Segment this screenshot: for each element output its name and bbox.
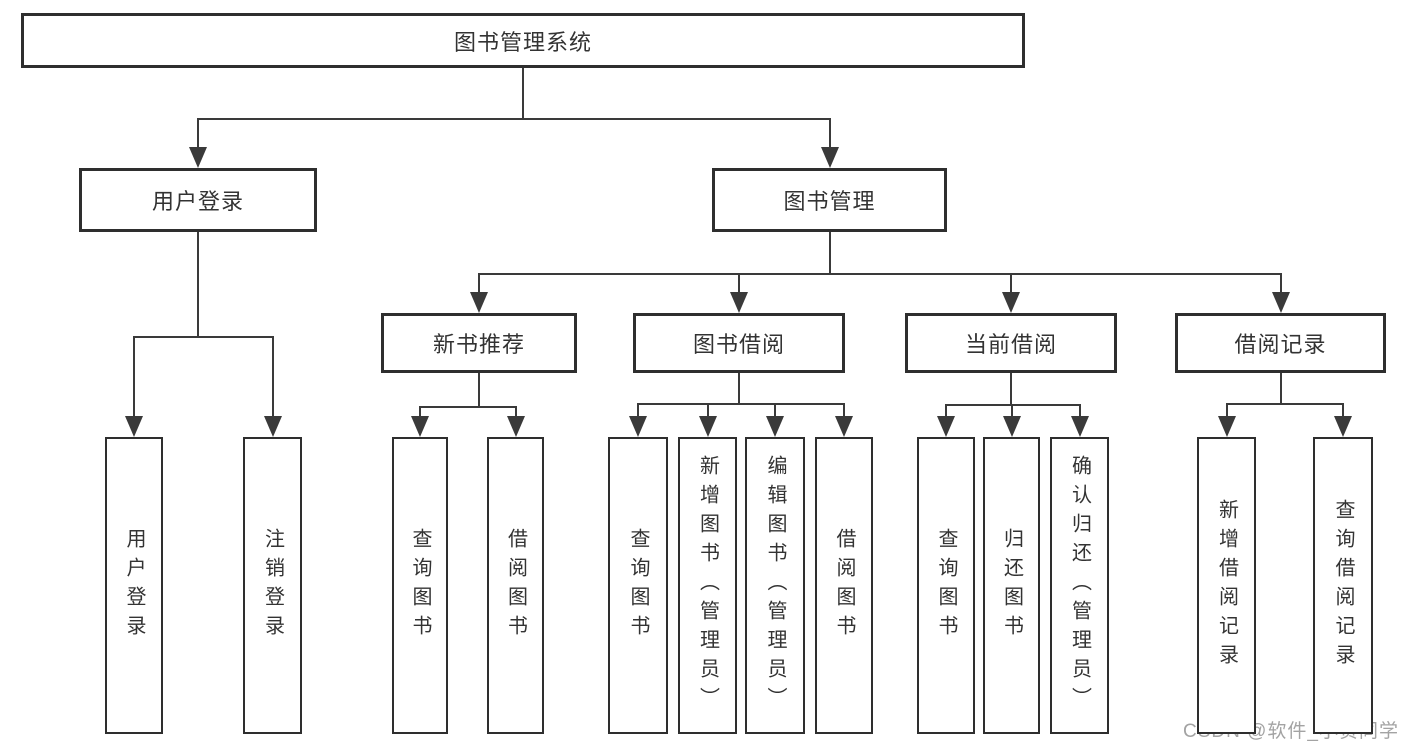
- node-label: 用户登录: [123, 527, 145, 644]
- node-current-borrow: 当前借阅: [905, 313, 1117, 373]
- node-label: 图书借阅: [692, 332, 785, 357]
- connector-stem: [828, 232, 831, 275]
- node-book-mgmt: 图书管理: [712, 168, 947, 232]
- connector-rail: [1225, 403, 1344, 405]
- connector-stem: [197, 232, 199, 338]
- arrow-down-icon: [629, 416, 647, 437]
- node-leaf-bb-edit: 编辑图书（管理员）: [745, 437, 805, 734]
- arrow-down-icon: [766, 416, 784, 437]
- node-leaf-cb-confirm: 确认归还（管理员）: [1050, 437, 1109, 734]
- connector-rail: [197, 118, 831, 120]
- node-label: 借阅图书: [504, 527, 527, 644]
- arrow-down-icon: [125, 416, 143, 437]
- arrow-down-icon: [411, 416, 429, 437]
- connector-drop: [1279, 273, 1282, 295]
- connector-drop: [706, 403, 709, 419]
- connector-drop: [637, 403, 639, 419]
- connector-drop: [419, 406, 421, 419]
- arrow-down-icon: [835, 416, 853, 437]
- node-leaf-bb-borrow: 借阅图书: [815, 437, 873, 734]
- node-leaf-nb-query: 查询图书: [392, 437, 448, 734]
- connector-drop: [1010, 273, 1012, 295]
- node-leaf-cb-return: 归还图书: [983, 437, 1040, 734]
- connector-drop: [197, 118, 199, 150]
- node-label: 注销登录: [261, 527, 284, 644]
- arrow-down-icon: [1002, 416, 1021, 437]
- node-leaf-br-add: 新增借阅记录: [1197, 437, 1256, 734]
- node-label: 查询图书: [627, 527, 649, 644]
- node-leaf-nb-borrow: 借阅图书: [487, 437, 544, 734]
- node-label: 当前借阅: [964, 332, 1057, 357]
- connector-stem: [1279, 373, 1282, 405]
- node-label: 确认归还（管理员）: [1068, 455, 1091, 716]
- connector-stem: [478, 373, 480, 408]
- arrow-down-icon: [1217, 416, 1236, 437]
- connector-rail: [945, 404, 1081, 406]
- connector-drop: [133, 336, 135, 419]
- node-label: 编辑图书（管理员）: [764, 455, 786, 716]
- arrow-down-icon: [263, 416, 282, 437]
- connector-drop: [514, 406, 517, 419]
- connector-rail: [478, 273, 1282, 275]
- connector-drop: [945, 404, 947, 419]
- node-leaf-bb-add: 新增图书（管理员）: [678, 437, 737, 734]
- arrow-down-icon: [470, 292, 488, 313]
- connector-drop: [738, 273, 740, 295]
- connector-drop: [843, 403, 845, 419]
- node-label: 借阅图书: [833, 527, 855, 644]
- node-label: 新增借阅记录: [1215, 498, 1238, 673]
- arrow-down-icon: [820, 147, 839, 168]
- connector-rail: [133, 336, 274, 338]
- node-label: 用户登录: [151, 189, 244, 214]
- node-label: 图书管理系统: [453, 29, 592, 55]
- arrow-down-icon: [1002, 292, 1020, 313]
- node-leaf-br-query: 查询借阅记录: [1313, 437, 1373, 734]
- arrow-down-icon: [1334, 416, 1352, 437]
- connector-drop: [1342, 403, 1344, 419]
- node-leaf-bb-query: 查询图书: [608, 437, 668, 734]
- arrow-down-icon: [1070, 416, 1089, 437]
- node-label: 归还图书: [1000, 527, 1023, 644]
- connector-drop: [774, 403, 776, 419]
- node-label: 图书管理: [783, 189, 876, 214]
- node-label: 新增图书（管理员）: [696, 455, 719, 716]
- node-leaf-user-login: 用户登录: [105, 437, 163, 734]
- node-label: 新书推荐: [432, 332, 525, 357]
- connector-stem: [738, 373, 740, 405]
- connector-drop: [1225, 403, 1228, 419]
- arrow-down-icon: [730, 292, 748, 313]
- node-book-borrow: 图书借阅: [633, 313, 845, 373]
- connector-drop: [1010, 404, 1013, 419]
- node-borrow-record: 借阅记录: [1175, 313, 1386, 373]
- node-leaf-logout: 注销登录: [243, 437, 302, 734]
- connector-stem: [1010, 373, 1012, 406]
- arrow-down-icon: [189, 147, 207, 168]
- connector-stem: [522, 68, 524, 120]
- connector-drop: [828, 118, 831, 150]
- node-new-book-rec: 新书推荐: [381, 313, 577, 373]
- node-label: 查询图书: [935, 527, 957, 644]
- node-label: 查询图书: [409, 527, 431, 644]
- arrow-down-icon: [506, 416, 525, 437]
- node-user-login: 用户登录: [79, 168, 317, 232]
- node-leaf-cb-query: 查询图书: [917, 437, 975, 734]
- connector-drop: [1078, 404, 1081, 419]
- connector-rail: [637, 403, 845, 405]
- connector-drop: [271, 336, 274, 419]
- connector-drop: [478, 273, 480, 295]
- connector-rail: [419, 406, 517, 408]
- node-label: 查询借阅记录: [1332, 498, 1354, 673]
- arrow-down-icon: [1271, 292, 1290, 313]
- node-label: 借阅记录: [1234, 332, 1327, 357]
- arrow-down-icon: [698, 416, 717, 437]
- node-root: 图书管理系统: [21, 13, 1025, 68]
- arrow-down-icon: [937, 416, 955, 437]
